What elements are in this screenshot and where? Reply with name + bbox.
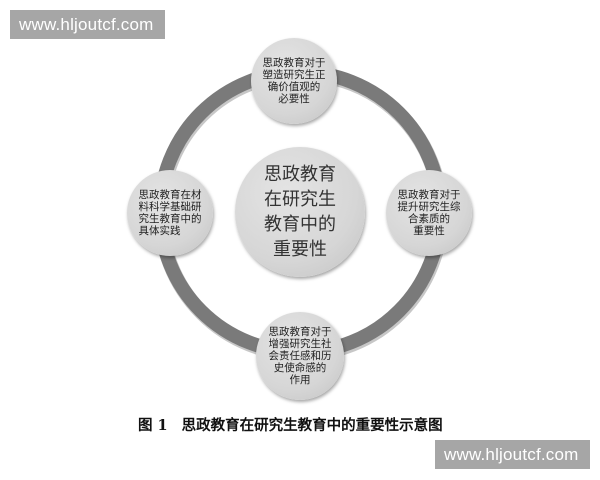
node-right: 思政教育对于 提升研究生综 合素质的 重要性 bbox=[386, 170, 472, 256]
watermark-bottom: www.hljoutcf.com bbox=[435, 440, 590, 469]
watermark-top: www.hljoutcf.com bbox=[10, 10, 165, 39]
node-left: 思政教育在材 料科学基础研 究生教育中的 具体实践 bbox=[127, 170, 213, 256]
node-bottom-label: 思政教育对于 增强研究生社 会责任感和历 史使命感的 作用 bbox=[268, 326, 332, 386]
figure-title: 思政教育在研究生教育中的重要性示意图 bbox=[181, 417, 443, 434]
node-left-label: 思政教育在材 料科学基础研 究生教育中的 具体实践 bbox=[138, 189, 202, 237]
node-top: 思政教育对于 塑造研究生正 确价值观的 必要性 bbox=[251, 38, 337, 124]
importance-diagram: 思政教育 在研究生 教育中的 重要性 思政教育对于 塑造研究生正 确价值观的 必… bbox=[127, 38, 472, 400]
center-node: 思政教育 在研究生 教育中的 重要性 bbox=[235, 147, 365, 277]
center-node-label: 思政教育 在研究生 教育中的 重要性 bbox=[264, 164, 336, 260]
figure-number: 图 1 bbox=[138, 417, 168, 434]
node-top-label: 思政教育对于 塑造研究生正 确价值观的 必要性 bbox=[262, 57, 326, 105]
node-bottom: 思政教育对于 增强研究生社 会责任感和历 史使命感的 作用 bbox=[256, 312, 344, 400]
figure-caption: 图 1 思政教育在研究生教育中的重要性示意图 bbox=[138, 414, 443, 435]
node-right-label: 思政教育对于 提升研究生综 合素质的 重要性 bbox=[397, 189, 461, 237]
